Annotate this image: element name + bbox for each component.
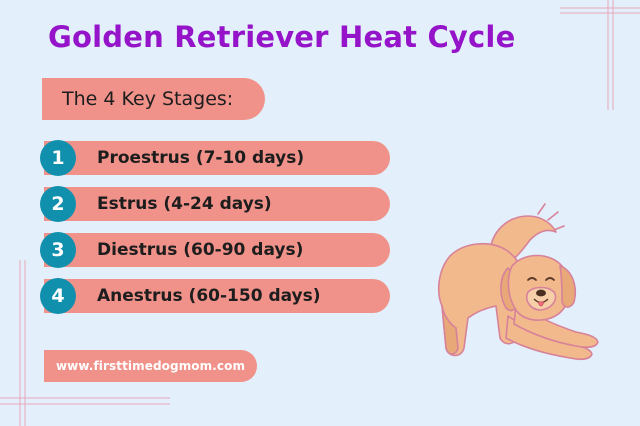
page-title: Golden Retriever Heat Cycle [48,20,516,54]
stage-number-badge: 3 [40,232,76,268]
stage-item-3: 3 Diestrus (60-90 days) [40,232,390,268]
stage-number-badge: 1 [40,140,76,176]
stage-label: Diestrus (60-90 days) [97,240,304,260]
stage-item-2: 2 Estrus (4-24 days) [40,186,390,222]
stage-item-4: 4 Anestrus (60-150 days) [40,278,390,314]
website-pill: www.firsttimedogmom.com [44,350,257,382]
website-link[interactable]: www.firsttimedogmom.com [56,359,246,373]
stage-label: Proestrus (7-10 days) [97,148,305,168]
stage-number-badge: 4 [40,278,76,314]
stage-label: Estrus (4-24 days) [97,194,272,214]
golden-retriever-illustration [437,203,599,360]
stage-item-1: 1 Proestrus (7-10 days) [40,140,390,176]
stage-label: Anestrus (60-150 days) [97,286,321,306]
subtitle-pill: The 4 Key Stages: [42,78,265,120]
subtitle-text: The 4 Key Stages: [62,88,234,110]
stage-number-badge: 2 [40,186,76,222]
